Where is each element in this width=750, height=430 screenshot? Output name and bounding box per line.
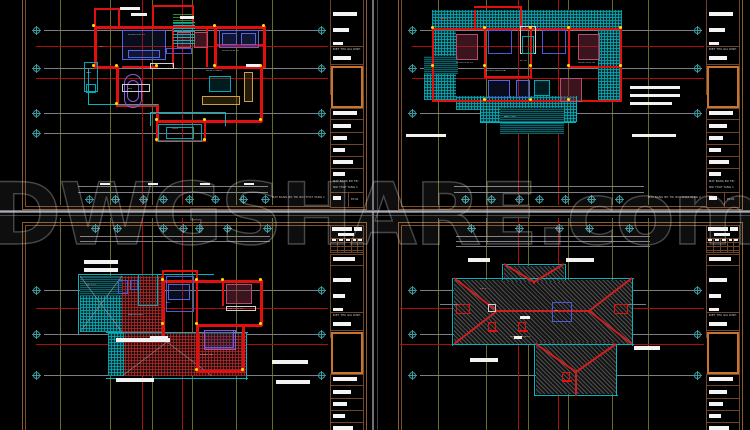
room-label: PHONG NGU 03 (456, 62, 473, 64)
room-label: PHONG THO (200, 354, 214, 356)
furniture-block (219, 30, 259, 48)
grid-bubble (317, 64, 326, 73)
roof-hatch (500, 108, 564, 134)
grid-bubble (32, 129, 41, 138)
logo-cell (331, 66, 363, 108)
grid-bubble (317, 26, 326, 35)
room-label: BAN CONG (504, 116, 516, 118)
drawing-title-1: MAT BANG BO TRI (709, 180, 735, 183)
drawing-title-2: NOI THAT TANG 1 (709, 186, 734, 189)
grid-bubble (32, 109, 41, 118)
roof-hip-lines (80, 276, 122, 332)
roof-hatch (456, 96, 482, 110)
room-label: MAI NGOI (440, 18, 451, 20)
roof-ridge-lines (503, 263, 565, 284)
grid-bubble (317, 109, 326, 118)
furniture-block (168, 284, 190, 300)
bed-block (226, 284, 252, 304)
furniture-block (122, 30, 166, 60)
roof-slab (454, 280, 632, 344)
roof-ridge-lines (535, 343, 617, 396)
sofa-block (202, 96, 240, 105)
furniture-block (222, 33, 237, 45)
room-label: OSE (554, 310, 559, 312)
room-label: SAN THUONG (128, 314, 143, 316)
sheet-border-outer (22, 0, 367, 210)
room-label: MAI BTCT (480, 288, 491, 290)
roof-ridge-lines (453, 277, 633, 345)
grid-bubble (32, 64, 41, 73)
sheet-code: KT-01 (351, 198, 359, 201)
sheet-border-inner (401, 0, 740, 207)
bed-block (560, 78, 582, 102)
room-label: PHONG KHACH (206, 70, 223, 72)
sheet-bottom-right[interactable]: OSE SENO THOAT NUOC MAI BTCT (380, 218, 750, 430)
ose-block (552, 302, 572, 322)
furniture-block (241, 33, 256, 45)
project-line: BIET THU GIA DINH (709, 48, 737, 51)
room-label: PHONG NGU 01 (128, 34, 145, 36)
sheet-border-inner (25, 225, 364, 430)
drawing-caption: MAT BANG BO TRI NOI THAT TANG 1 (272, 196, 325, 199)
grid-bubble (32, 26, 41, 35)
project-line: BIET THU GIA DINH (333, 314, 361, 317)
table-block (534, 80, 550, 96)
sheet-top-right[interactable]: PHONG NGU 03 PHONG NGU 04 PHONG SINH HOA… (380, 0, 750, 212)
sheet-top-left[interactable]: PHONG NGU 01 PHONG NGU 02 PHONG KHACH PH… (0, 0, 370, 212)
sofa-block (244, 72, 253, 102)
sheet-border-outer (22, 222, 367, 430)
furniture-block (128, 50, 160, 58)
bed-block (456, 34, 478, 60)
sheet-border-inner (25, 0, 364, 207)
room-label: PHONG NGU 05 (226, 308, 243, 310)
room-label: BEP (128, 88, 133, 90)
room-label: WC (100, 46, 104, 48)
drawing-title-2: NOI THAT TANG 1 (333, 186, 358, 189)
logo-cell (707, 332, 739, 374)
sheet-divider-horizontal (0, 210, 750, 212)
project-line: BIET THU GIA DINH (333, 48, 361, 51)
room-label: PHONG AN (166, 68, 178, 70)
sheet-code: KT-01 (727, 198, 735, 201)
sheet-border-outer (398, 222, 743, 430)
roof-hatch (108, 332, 124, 376)
roof-hatch (424, 56, 458, 74)
revision-table (331, 238, 363, 252)
drawing-caption: MAT BANG BO TRI NOI THAT TANG 2 (648, 196, 701, 199)
sheet-border-outer (398, 0, 743, 210)
watermark-band (0, 211, 750, 213)
logo-cell (707, 66, 739, 108)
sheet-bottom-left[interactable]: PHONG NGU 05 PHONG THO KHO SAN THUONG MA… (0, 218, 370, 430)
roof-hatch (598, 30, 622, 100)
room-label: PHONG NGU 02 (222, 50, 239, 52)
project-line: BIET THU GIA DINH (709, 314, 737, 317)
bed-block (578, 34, 600, 60)
room-label: PHONG SINH HOAT (486, 70, 507, 72)
room-label: KHO (166, 302, 171, 304)
sheet-divider-horizontal (0, 215, 750, 216)
room-label: WC 02 (520, 60, 528, 62)
logo-cell (331, 332, 363, 374)
roof-hatch (432, 10, 622, 30)
drawing-title-1: MAT BANG BO TRI (333, 180, 359, 183)
furniture-block (488, 80, 510, 98)
table-block (209, 76, 231, 92)
revision-table (707, 238, 739, 252)
furniture-block (516, 80, 530, 98)
roof-hatch (80, 276, 122, 296)
stair-block (173, 22, 195, 46)
bed-block (194, 32, 208, 48)
room-label: MAI NGOI (86, 284, 97, 286)
grid-bubble (317, 129, 326, 138)
room-label: SANH (172, 128, 179, 130)
room-label: PHONG NGU 04 (578, 62, 595, 64)
room-label: HIEN (86, 72, 92, 74)
